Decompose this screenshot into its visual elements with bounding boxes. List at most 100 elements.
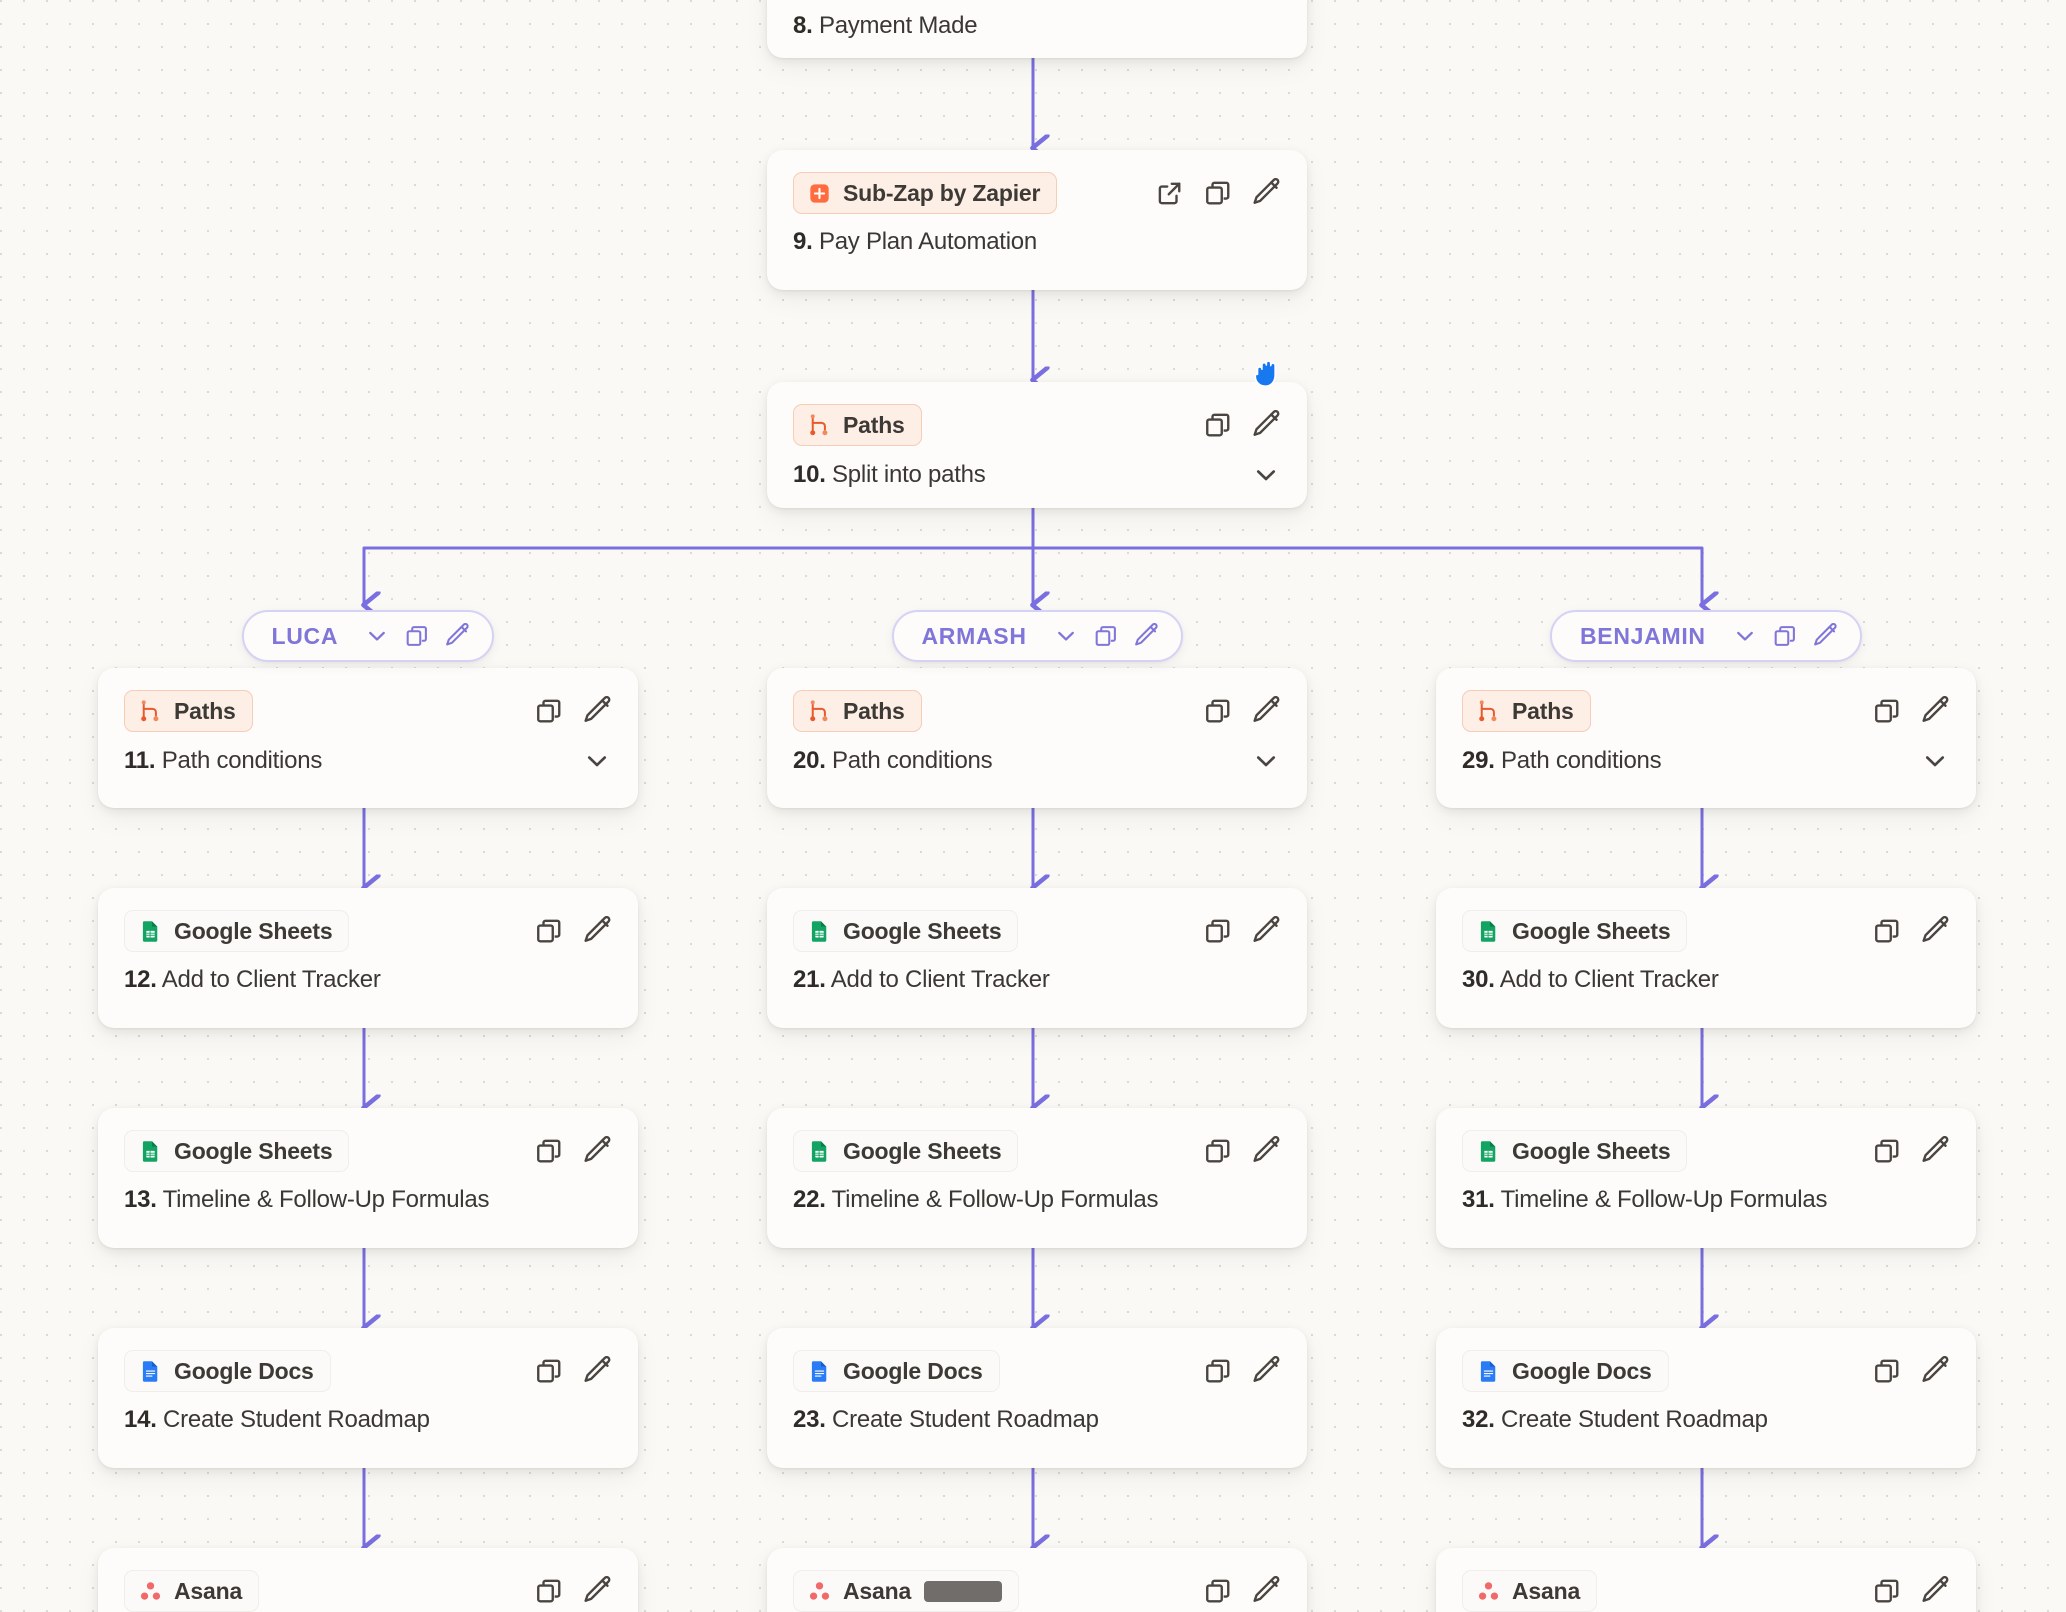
duplicate-icon[interactable]: [1872, 1356, 1902, 1386]
duplicate-icon[interactable]: [1203, 178, 1233, 208]
node-luca-path-conditions[interactable]: Paths 11. Path conditions: [98, 668, 638, 808]
node-title: 29. Path conditions: [1462, 747, 1662, 774]
node-armash-timeline-follow-up-formulas[interactable]: Google Sheets 22. Timeline & Follow-Up Fo…: [767, 1108, 1307, 1248]
path-pill-luca[interactable]: LUCA: [241, 610, 495, 662]
pencil-icon[interactable]: [582, 1136, 612, 1166]
duplicate-icon[interactable]: [1872, 1136, 1902, 1166]
node-armash-path-conditions[interactable]: Paths 20. Path conditions: [767, 668, 1307, 808]
node-footer: 29. Path conditions: [1462, 746, 1950, 776]
duplicate-icon[interactable]: [534, 1136, 564, 1166]
pencil-icon[interactable]: [1812, 623, 1838, 649]
pencil-icon[interactable]: [444, 623, 470, 649]
node-title: 22. Timeline & Follow-Up Formulas: [793, 1186, 1159, 1213]
pencil-icon[interactable]: [582, 916, 612, 946]
duplicate-icon[interactable]: [1203, 916, 1233, 946]
chevron-down-icon[interactable]: [582, 746, 612, 776]
duplicate-icon[interactable]: [404, 623, 430, 649]
chevron-down-icon[interactable]: [1732, 623, 1758, 649]
app-label: Google Docs: [843, 1357, 983, 1384]
app-label: Asana: [843, 1577, 912, 1604]
path-pill-armash[interactable]: ARMASH: [891, 610, 1183, 662]
duplicate-icon[interactable]: [1872, 1576, 1902, 1606]
node-header: Google Sheets: [793, 1130, 1281, 1172]
google-docs-icon: [1480, 1360, 1496, 1382]
pencil-icon[interactable]: [1251, 1576, 1281, 1606]
node-benjamin-path-conditions[interactable]: Paths 29. Path conditions: [1436, 668, 1976, 808]
node-armash-add-to-client-tracker[interactable]: Google Sheets 21. Add to Client Tracker: [767, 888, 1307, 1028]
node-header: Asana: [124, 1570, 612, 1612]
pencil-icon[interactable]: [1251, 696, 1281, 726]
pencil-icon[interactable]: [1920, 916, 1950, 946]
duplicate-icon[interactable]: [1203, 1356, 1233, 1386]
chevron-down-icon[interactable]: [1053, 623, 1079, 649]
node-header: Google Sheets: [793, 910, 1281, 952]
app-label: Google Sheets: [843, 917, 1002, 944]
duplicate-icon[interactable]: [534, 1576, 564, 1606]
pencil-icon[interactable]: [1920, 696, 1950, 726]
pencil-icon[interactable]: [1251, 178, 1281, 208]
open-in-new-icon[interactable]: [1155, 178, 1185, 208]
node-header: Google Docs: [1462, 1350, 1950, 1392]
node-header: Asana: [793, 1570, 1281, 1612]
duplicate-icon[interactable]: [534, 696, 564, 726]
node-title: 11. Path conditions: [124, 747, 323, 774]
duplicate-icon[interactable]: [1203, 1576, 1233, 1606]
pencil-icon[interactable]: [1920, 1576, 1950, 1606]
chevron-down-icon[interactable]: [1251, 460, 1281, 490]
google-sheets-icon: [1480, 920, 1496, 942]
app-label: Google Sheets: [843, 1137, 1002, 1164]
node-actions: [1872, 1356, 1950, 1386]
pencil-icon[interactable]: [1133, 623, 1159, 649]
node-benjamin-asana[interactable]: Asana: [1436, 1548, 1976, 1612]
chevron-down-icon[interactable]: [1251, 746, 1281, 776]
google-docs-icon: [142, 1360, 158, 1382]
google-docs-icon: [811, 1360, 827, 1382]
node-armash-asana[interactable]: Asana: [767, 1548, 1307, 1612]
node-luca-add-to-client-tracker[interactable]: Google Sheets 12. Add to Client Tracker: [98, 888, 638, 1028]
pencil-icon[interactable]: [582, 696, 612, 726]
node-footer: 21. Add to Client Tracker: [793, 966, 1281, 994]
duplicate-icon[interactable]: [1203, 410, 1233, 440]
duplicate-icon[interactable]: [1872, 916, 1902, 946]
app-badge: Paths: [1462, 690, 1591, 732]
node-title: 31. Timeline & Follow-Up Formulas: [1462, 1186, 1828, 1213]
node-payment-made[interactable]: 8. Payment Made: [767, 0, 1307, 58]
pencil-icon[interactable]: [1251, 1356, 1281, 1386]
pencil-icon[interactable]: [1920, 1356, 1950, 1386]
node-header: Google Sheets: [124, 910, 612, 952]
chevron-down-icon[interactable]: [1920, 746, 1950, 776]
duplicate-icon[interactable]: [534, 1356, 564, 1386]
node-actions: [534, 1576, 612, 1606]
node-benjamin-timeline-follow-up-formulas[interactable]: Google Sheets 31. Timeline & Follow-Up Fo…: [1436, 1108, 1976, 1248]
node-header: Google Sheets: [1462, 1130, 1950, 1172]
pencil-icon[interactable]: [1251, 410, 1281, 440]
node-header: Paths: [793, 690, 1281, 732]
duplicate-icon[interactable]: [1872, 696, 1902, 726]
duplicate-icon[interactable]: [1093, 623, 1119, 649]
duplicate-icon[interactable]: [534, 916, 564, 946]
node-header: Asana: [1462, 1570, 1950, 1612]
pencil-icon[interactable]: [1920, 1136, 1950, 1166]
duplicate-icon[interactable]: [1203, 1136, 1233, 1166]
pencil-icon[interactable]: [1251, 1136, 1281, 1166]
duplicate-icon[interactable]: [1772, 623, 1798, 649]
app-badge: Paths: [124, 690, 253, 732]
node-footer: 12. Add to Client Tracker: [124, 966, 612, 994]
chevron-down-icon[interactable]: [364, 623, 390, 649]
path-pill-benjamin[interactable]: BENJAMIN: [1550, 610, 1862, 662]
duplicate-icon[interactable]: [1203, 696, 1233, 726]
pencil-icon[interactable]: [582, 1576, 612, 1606]
node-title: 20. Path conditions: [793, 747, 993, 774]
pencil-icon[interactable]: [582, 1356, 612, 1386]
node-title: 9. Pay Plan Automation: [793, 228, 1037, 255]
pencil-icon[interactable]: [1251, 916, 1281, 946]
node-luca-asana[interactable]: Asana: [98, 1548, 638, 1612]
